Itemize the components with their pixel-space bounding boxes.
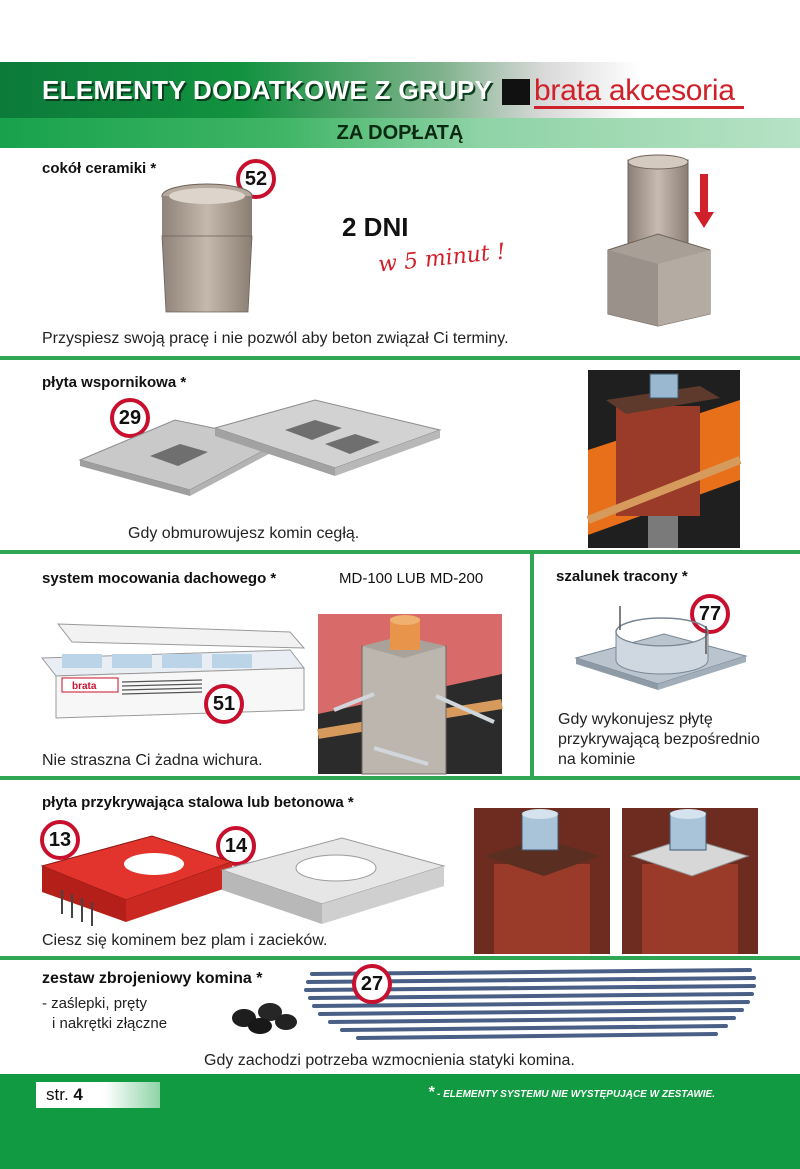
formwork-title: szalunek tracony * (556, 568, 688, 585)
box-brand-label: brata (72, 681, 97, 692)
formwork-caption-line: Gdy wykonujesz płytę (558, 711, 713, 728)
formwork-badge: 77 (690, 594, 730, 634)
ceramics-caption: Przyspiesz swoją pracę i nie pozwól aby … (42, 330, 509, 347)
ceramics-highlight-script: w 5 minut ! (377, 239, 507, 278)
mounting-box-image: brata (41, 623, 306, 719)
chimney-steel-cover-image (474, 808, 610, 954)
roof-mount-chimney-image (317, 614, 503, 775)
page-label: str. (46, 1085, 69, 1104)
footer-note-text: - ELEMENTY SYSTEMU NIE WYSTĘPUJĄCE W ZES… (434, 1089, 716, 1100)
reinforcement-badge: 27 (352, 964, 392, 1004)
reinforcement-item-line: i nakrętki złączne (52, 1015, 168, 1032)
section-divider (0, 956, 800, 960)
reinforcement-items: - zaślepki, pręty i nakrętki złączne (42, 994, 167, 1034)
ceramics-highlight: 2 DNI (342, 212, 409, 242)
brata-logo-mark (502, 79, 530, 105)
roof-mount-models: MD-100 LUB MD-200 (339, 570, 484, 587)
section-divider (0, 356, 800, 360)
brick-chimney-image (586, 370, 742, 548)
ceramics-title: cokół ceramiki * (42, 160, 157, 177)
steel-cover-plate-image (40, 835, 234, 926)
logo-underline (534, 106, 744, 109)
roof-mount-badge: 51 (204, 684, 244, 724)
formwork-caption-line: przykrywającą bezpośrednio (558, 731, 760, 748)
support-plates-image (78, 399, 442, 496)
page-number-box: str. 4 (36, 1082, 160, 1108)
support-plate-caption: Gdy obmurowujesz komin cegłą. (128, 525, 360, 542)
subheader-title: ZA DOPŁATĄ (336, 122, 464, 144)
support-plate-badge: 29 (110, 398, 150, 438)
footer-note-star: * (428, 1084, 435, 1101)
page-number: 4 (73, 1085, 83, 1104)
support-plate-title: płyta wspornikowa * (42, 374, 187, 391)
formwork-caption-line: na kominie (558, 751, 636, 768)
formwork-caption: Gdy wykonujesz płytę przykrywającą bezpo… (558, 710, 760, 770)
roof-mount-caption: Nie straszna Ci żadna wichura. (42, 752, 263, 769)
cover-plate-title: płyta przykrywająca stalowa lub betonowa… (42, 794, 354, 811)
reinforcement-item-line: - zaślepki, pręty (42, 995, 148, 1012)
reinforcement-title: zestaw zbrojeniowy komina * (42, 970, 263, 987)
brata-logo-text: brata akcesoria (534, 74, 735, 107)
section-vdivider (530, 552, 534, 776)
concrete-cover-plate-image (220, 837, 446, 924)
chimney-concrete-cover-image (622, 808, 758, 954)
ceramic-base-image (161, 183, 253, 313)
cover-plate-caption: Ciesz się kominem bez plam i zacieków. (42, 932, 328, 949)
reinforcement-caption: Gdy zachodzi potrzeba wzmocnienia statyk… (204, 1052, 575, 1069)
end-caps-image (232, 1003, 297, 1034)
ceramics-badge: 52 (236, 159, 276, 199)
cover-plate-steel-badge: 13 (40, 820, 80, 860)
section-divider (0, 550, 800, 554)
header-title: ELEMENTY DODATKOWE Z GRUPY (42, 75, 493, 105)
section-divider (0, 776, 800, 780)
lost-formwork-image (574, 606, 748, 690)
roof-mount-title: system mocowania dachowego * (42, 570, 277, 587)
ceramic-block-image (607, 154, 714, 327)
footer-note: * - ELEMENTY SYSTEMU NIE WYSTĘPUJĄCE W Z… (428, 1084, 715, 1102)
subheader-band (0, 118, 800, 148)
